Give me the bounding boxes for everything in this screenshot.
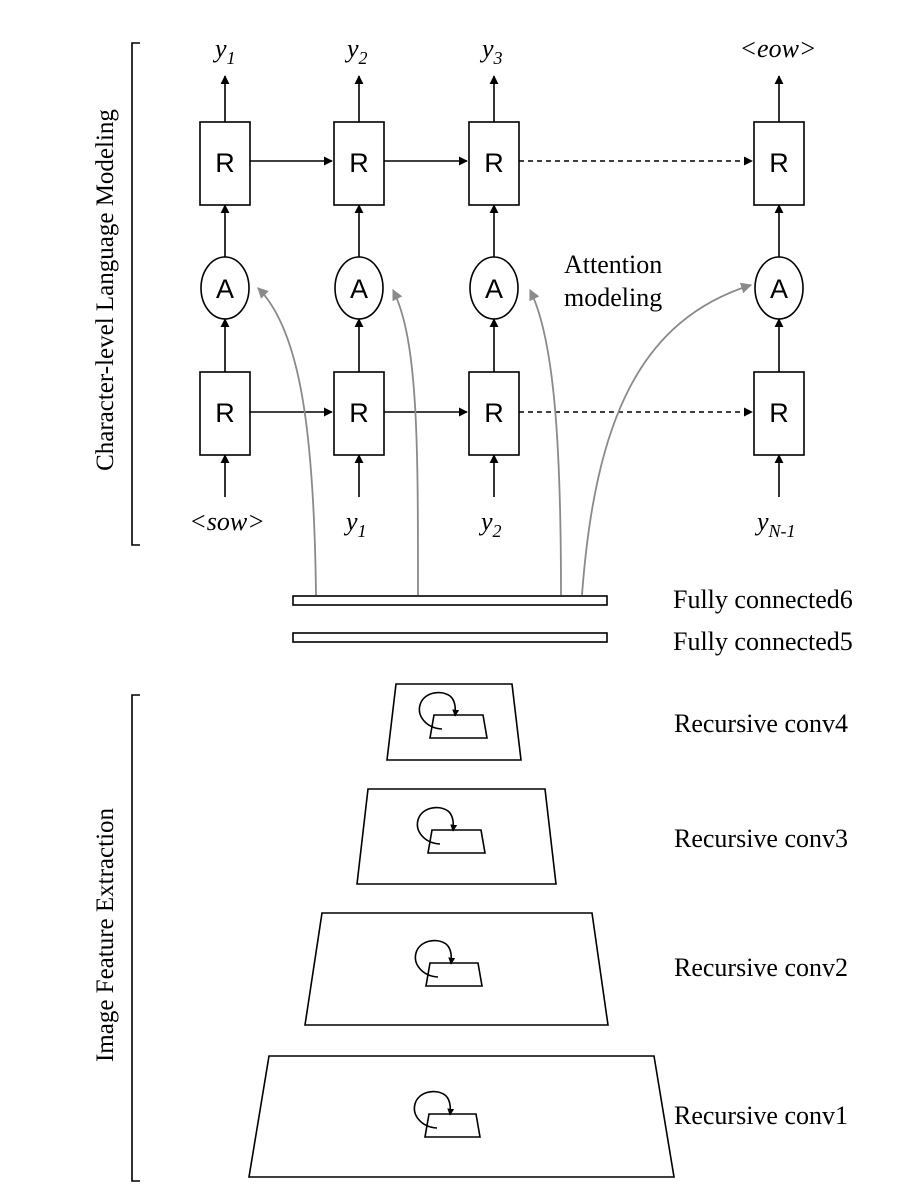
attention-unit-label: A [485, 274, 503, 304]
input-label-3: y2 [478, 507, 502, 541]
vertical-arrows [220, 75, 784, 497]
attention-unit-4: A [754, 256, 804, 320]
language-modeling-bracket [131, 42, 140, 546]
attention-unit-label: A [216, 274, 234, 304]
rnn-unit-label: R [484, 148, 504, 178]
recursive-conv3-layer [356, 788, 557, 885]
rnn-unit-bottom-2: R [333, 371, 385, 456]
rnn-unit-top-3: R [468, 121, 520, 206]
output-label-3: y3 [479, 34, 503, 68]
rnn-unit-bottom-1: R [199, 371, 251, 456]
rnn-unit-top-4: R [753, 121, 805, 206]
rnn-unit-label: R [349, 148, 369, 178]
rnn-unit-top-1: R [199, 121, 251, 206]
output-label-1: y1 [212, 34, 236, 68]
rnn-unit-label: R [769, 398, 789, 428]
rnn-unit-label: R [769, 148, 789, 178]
rnn-unit-top-2: R [333, 121, 385, 206]
input-label-2: y1 [343, 507, 367, 541]
input-label-4: yN-1 [754, 507, 796, 541]
attention-unit-label: A [770, 274, 788, 304]
attention-feature-arrows [257, 282, 753, 596]
attention-unit-3: A [469, 256, 519, 320]
recursive-conv1-layer [248, 1055, 675, 1178]
attention-note-line-1: Attention [564, 250, 662, 279]
rnn-unit-label: R [484, 398, 504, 428]
recursive-conv2-layer [304, 912, 609, 1026]
fully-connected6-bar [292, 595, 608, 606]
feature-extraction-bracket [131, 694, 140, 1182]
recursive-conv2-label: Recursive conv2 [674, 953, 848, 982]
output-label-2: y2 [344, 34, 368, 68]
language-modeling-label: Character-level Language Modeling [92, 109, 119, 471]
rnn-unit-label: R [215, 148, 235, 178]
recursive-conv4-layer [386, 683, 522, 761]
rnn-unit-bottom-4: R [753, 371, 805, 456]
recursive-conv4-label: Recursive conv4 [674, 709, 848, 738]
feature-extraction-label: Image Feature Extraction [92, 807, 119, 1062]
attention-unit-label: A [350, 274, 368, 304]
attention-unit-1: A [200, 256, 250, 320]
input-label-1: <sow> [189, 507, 265, 536]
attention-note-line-2: modeling [564, 283, 662, 312]
recursive-conv1-label: Recursive conv1 [674, 1101, 848, 1130]
rnn-unit-label: R [215, 398, 235, 428]
output-label-4: <eow> [740, 34, 817, 63]
attention-unit-2: A [334, 256, 384, 320]
fully-connected5-label: Fully connected5 [673, 627, 853, 656]
rnn-unit-bottom-3: R [468, 371, 520, 456]
recursive-conv3-label: Recursive conv3 [674, 824, 848, 853]
fully-connected6-label: Fully connected6 [673, 585, 853, 614]
fully-connected5-bar [292, 632, 608, 643]
rnn-unit-label: R [349, 398, 369, 428]
